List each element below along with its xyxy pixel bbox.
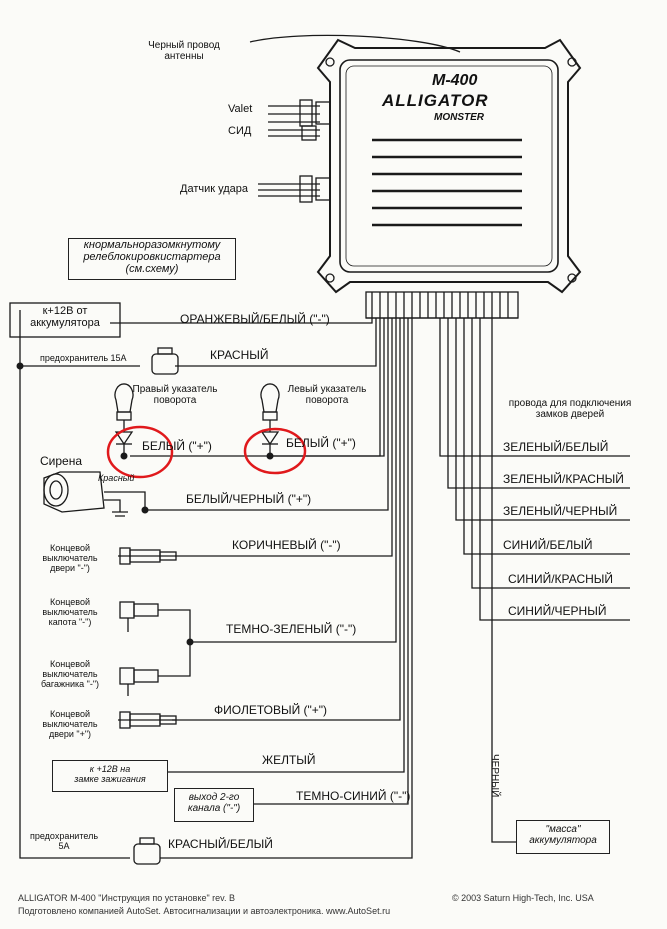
side-connectors (258, 99, 331, 203)
left-turn-lamp (260, 383, 280, 456)
fuse-15a (151, 347, 179, 375)
wire-violet: ФИОЛЕТОВЫЙ ("+") (214, 703, 328, 717)
logo-brand: ALLIGATOR (382, 91, 489, 110)
wire-red: КРАСНЫЙ (210, 348, 269, 362)
wire-white-black: БЕЛЫЙ/ЧЕРНЫЙ ("+") (186, 492, 312, 506)
wire-yellow: ЖЕЛТЫЙ (262, 753, 316, 767)
fuse-15a-label: предохранитель 15А (40, 353, 127, 363)
siren-wire-label: Красный (98, 473, 135, 483)
power-bus (9, 302, 140, 859)
wire-white-left: БЕЛЫЙ ("+") (286, 436, 356, 450)
logo-sub: MONSTER (434, 112, 484, 123)
wire-dark-green: ТЕМНО-ЗЕЛЕНЫЙ ("-") (226, 622, 357, 636)
footer-copyright: © 2003 Saturn High-Tech, Inc. USA (452, 893, 594, 903)
wire-brown: КОРИЧНЕВЫЙ ("-") (232, 538, 341, 552)
siren (43, 471, 146, 517)
wire-blue-black: СИНИЙ/ЧЕРНЫЙ (508, 604, 607, 618)
highlight-marks (106, 425, 307, 479)
wire-green-red: ЗЕЛЕНЫЙ/КРАСНЫЙ (503, 472, 624, 486)
wire-blue-white: СИНИЙ/БЕЛЫЙ (503, 538, 593, 552)
shock-sensor-label: Датчик удара (180, 183, 249, 195)
logo-model: M-400 (432, 72, 478, 89)
wire-green-white: ЗЕЛЕНЫЙ/БЕЛЫЙ (503, 440, 609, 454)
fuse-5a (133, 837, 161, 865)
wire-green-black: ЗЕЛЕНЫЙ/ЧЕРНЫЙ (503, 504, 618, 518)
wire-red-white: КРАСНЫЙ/БЕЛЫЙ (168, 837, 273, 851)
battery-ground-note: "масса"аккумулятора (516, 820, 610, 854)
footer-credits: Подготовлено компанией AutoSet. Автосигн… (18, 906, 391, 916)
alarm-unit (316, 38, 582, 294)
wire-white-right: БЕЛЫЙ ("+") (142, 439, 212, 453)
siren-label: Сирена (40, 454, 83, 468)
black-wire-label: ЧЕРНЫЙ (489, 754, 500, 798)
door-switch-plus (118, 711, 177, 729)
sid-label: СИД (228, 125, 252, 137)
harness-connector (365, 291, 519, 319)
harness-wires (110, 318, 630, 859)
valet-label: Valet (228, 103, 253, 115)
wire-orange-white: ОРАНЖЕВЫЙ/БЕЛЫЙ ("-") (180, 312, 330, 326)
trunk-switch (119, 667, 159, 696)
hood-switch (119, 601, 191, 677)
antenna-wire (249, 34, 461, 53)
right-turn-lamp (114, 383, 134, 456)
footer-title: ALLIGATOR M-400 "Инструкция по установке… (18, 893, 235, 903)
wire-blue-red: СИНИЙ/КРАСНЫЙ (508, 572, 614, 586)
door-switch-minus (118, 547, 177, 565)
wire-dark-blue: ТЕМНО-СИНИЙ ("-") (296, 789, 411, 803)
